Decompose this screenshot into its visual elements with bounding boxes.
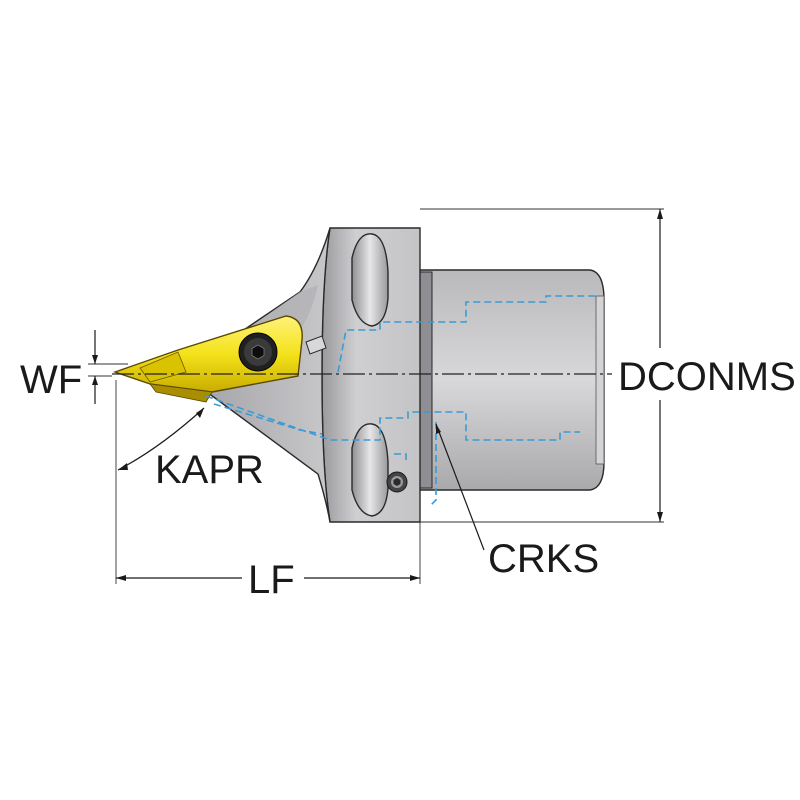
lf-label: LF: [248, 558, 295, 602]
insert-lower-face: [149, 383, 213, 403]
lower-clamp-slot: [351, 423, 389, 517]
crks-leader: [435, 423, 485, 551]
dconms-label: DCONMS: [618, 355, 796, 399]
body-screw-icon: [386, 471, 408, 493]
dconms-dimension: [420, 208, 664, 523]
clamp-screw-icon: [238, 332, 278, 372]
hidden-coolant-channels: [205, 295, 596, 507]
pocket-pin: [305, 335, 327, 355]
lf-dimension: [115, 380, 421, 584]
tool-shank: [419, 269, 605, 491]
kapr-label: KAPR: [155, 448, 264, 492]
wf-label: WF: [20, 358, 82, 402]
crks-label: CRKS: [488, 537, 599, 581]
wf-dimension: [88, 330, 128, 404]
kapr-dimension: [117, 407, 205, 471]
shank-end-face: [595, 295, 605, 465]
upper-clamp-slot: [351, 233, 389, 327]
